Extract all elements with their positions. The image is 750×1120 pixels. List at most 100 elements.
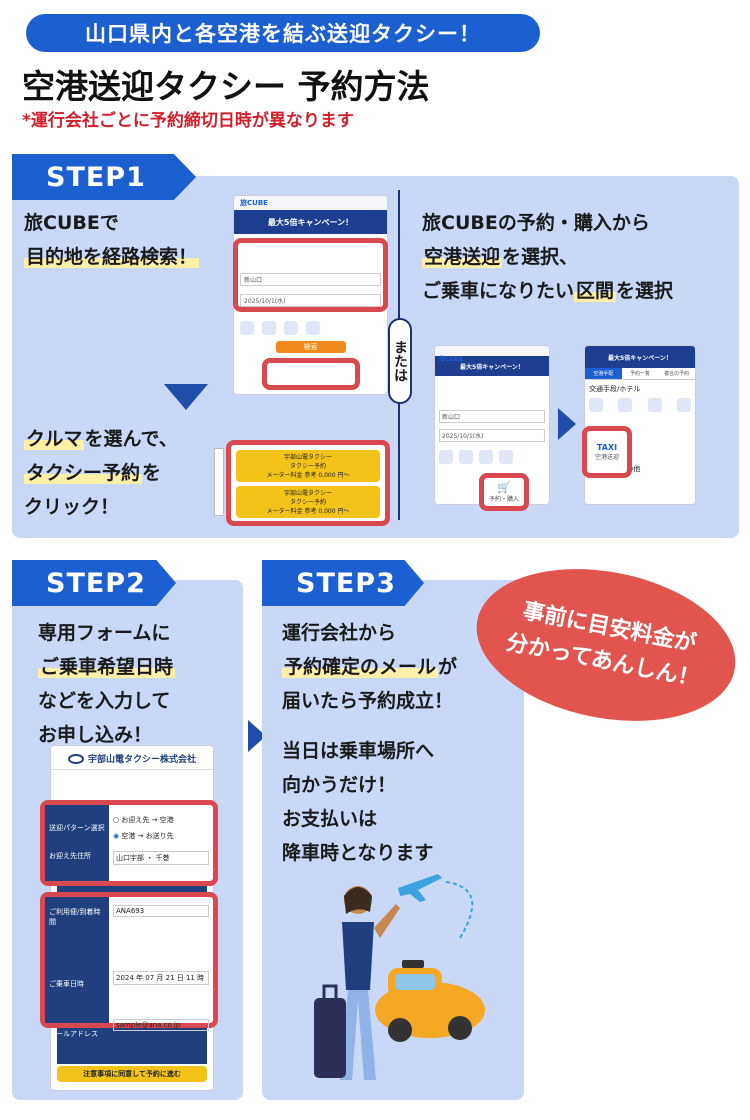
step2-line3: などを入力して bbox=[38, 690, 171, 712]
purchase-tab-label: 予約・購入 bbox=[488, 496, 519, 503]
app-logo: 旅CUBE bbox=[439, 356, 463, 363]
traveler-illustration bbox=[314, 874, 485, 1080]
date-value: 2025/10/1(水) bbox=[240, 294, 381, 307]
step2-right-arrow bbox=[248, 720, 266, 752]
step1-left-text: 旅CUBEで 目的地を経路検索！ bbox=[24, 206, 234, 274]
taxi-card-sub: タクシー予約 bbox=[289, 499, 326, 506]
transport-walk-icon[interactable] bbox=[240, 321, 254, 335]
step1-right-line3a: ご乗車になりたい bbox=[422, 280, 575, 302]
step3-line7: 降車時となります bbox=[282, 842, 434, 864]
step1-left-line1: 旅CUBEで bbox=[24, 212, 119, 234]
step3-line6: お支払いは bbox=[282, 808, 378, 830]
taxi-icon: TAXI bbox=[596, 443, 618, 452]
menu-heading: 交通手段/ホテル bbox=[589, 385, 641, 393]
transport-train-icon[interactable] bbox=[499, 450, 513, 464]
pattern-option-1-label: お迎え先 → 空港 bbox=[121, 816, 174, 824]
confirm-mail-word: 予約確定のメール bbox=[282, 656, 439, 678]
taxi-reservation-word: タクシー予約 bbox=[24, 462, 143, 484]
car-line1-rest: を選んで、 bbox=[84, 428, 178, 450]
menu-tab-combined[interactable]: 複合の予約 bbox=[664, 371, 690, 377]
step1-right-line1: 旅CUBEの予約・購入から bbox=[422, 212, 650, 234]
step3-line5: 向かうだけ！ bbox=[282, 774, 397, 796]
campaign-text: 最大5倍キャンペーン！ bbox=[608, 354, 672, 362]
taxi-card-price: メーター料金 参考 0,000 円〜 bbox=[266, 508, 350, 515]
place-row-label: お迎え先住所 bbox=[49, 852, 91, 860]
header-banner: 山口県内と各空港を結ぶ送迎タクシー！ bbox=[26, 14, 540, 52]
step3-tab: STEP3 bbox=[262, 560, 424, 606]
section-word: 区間 bbox=[574, 280, 617, 302]
train-icon[interactable] bbox=[618, 398, 633, 412]
car-word: クルマ bbox=[24, 428, 85, 450]
rental-car-icon[interactable] bbox=[676, 398, 691, 412]
taxi-icon-label: 空港送迎 bbox=[594, 454, 619, 461]
date-row-label: ご乗車日時 bbox=[49, 980, 84, 988]
submit-button-label: 注意事項に同意して予約に進む bbox=[83, 1070, 181, 1078]
taxi-card[interactable]: 宇部山電タクシー タクシー予約 メーター料金 参考 0,000 円〜 bbox=[236, 450, 380, 482]
transport-walk-icon[interactable] bbox=[439, 450, 453, 464]
campaign-banner: 最大5倍キャンペーン！ bbox=[234, 210, 387, 234]
step2-tab: STEP2 bbox=[12, 560, 176, 606]
step3-tab-label: STEP3 bbox=[296, 567, 396, 599]
airport-transfer-word: 空港送迎 bbox=[422, 246, 503, 268]
campaign-text: 最大5倍キャンペーン！ bbox=[460, 363, 524, 371]
transport-bus-icon[interactable] bbox=[479, 450, 493, 464]
hotel-icon[interactable] bbox=[647, 398, 662, 412]
date-select[interactable]: 2024 年 07 月 21 日 11 時 bbox=[113, 971, 209, 985]
airplane-icon bbox=[398, 874, 442, 902]
scrollbar[interactable] bbox=[214, 448, 224, 516]
search-button-highlight bbox=[262, 358, 360, 390]
taxi-card-sub: タクシー予約 bbox=[289, 463, 326, 470]
app-logo: 旅CUBE bbox=[240, 199, 268, 207]
taxi-card-title: 宇部山電タクシー bbox=[283, 454, 332, 461]
step1-tab-label: STEP1 bbox=[46, 161, 146, 193]
pattern-option-2[interactable]: ◉ 空港 → お送り先 bbox=[113, 831, 209, 841]
destination-value: 新山口 bbox=[439, 410, 545, 423]
step1-left-line2: 目的地を経路検索！ bbox=[24, 246, 200, 268]
plane-icon[interactable] bbox=[589, 398, 603, 412]
radio-selected-icon: ◉ bbox=[113, 832, 122, 840]
step2-tab-label: STEP2 bbox=[46, 567, 146, 599]
company-logo-icon bbox=[67, 753, 84, 764]
taxi-card[interactable]: 宇部山電タクシー タクシー予約 メーター料金 参考 0,000 円〜 bbox=[236, 486, 380, 518]
submit-button[interactable]: 注意事項に同意して予約に進む bbox=[57, 1066, 207, 1082]
search-form-highlight bbox=[233, 238, 388, 312]
step3-line3: 届いたら予約成立！ bbox=[282, 690, 454, 712]
step2-text: 専用フォームに ご乗車希望日時 などを入力して お申し込み！ bbox=[38, 616, 238, 752]
or-label: または bbox=[392, 340, 408, 382]
company-name: 宇部山電タクシー株式会社 bbox=[87, 755, 196, 765]
transport-car-icon[interactable] bbox=[459, 450, 473, 464]
place-input[interactable]: 山口宇部 ・ 千巻 bbox=[113, 851, 209, 865]
mail-input[interactable]: sample@ana.co.jp bbox=[113, 1019, 209, 1031]
taxi-icon-highlight[interactable]: TAXI 空港送迎 bbox=[582, 426, 632, 478]
step1-right-arrow bbox=[558, 408, 576, 440]
pattern-option-1[interactable]: ○ お迎え先 → 空港 bbox=[113, 815, 209, 825]
transfer-menu-screen: 最大5倍キャンペーン！ 空港手配 予約一覧 複合の予約 交通手段/ホテル クーポ… bbox=[584, 345, 696, 505]
car-line3: クリック！ bbox=[24, 496, 120, 518]
woman-traveler-icon bbox=[314, 886, 400, 1080]
step2-line2: ご乗車希望日時 bbox=[38, 656, 176, 678]
transport-train-icon[interactable] bbox=[306, 321, 320, 335]
pattern-option-2-label: 空港 → お送り先 bbox=[121, 832, 174, 840]
step2-line4: お申し込み！ bbox=[38, 724, 153, 746]
mail-row-label: メールアドレス bbox=[49, 1030, 98, 1038]
step1-tab: STEP1 bbox=[12, 154, 196, 200]
step3-line2-rest: が bbox=[438, 656, 458, 678]
transport-car-icon[interactable] bbox=[262, 321, 276, 335]
taxi-card-price: メーター料金 参考 0,000 円〜 bbox=[266, 472, 350, 479]
or-badge: または bbox=[388, 318, 412, 404]
route-search-screen: 旅CUBE 最大5倍キャンペーン！ ANA652 新山口 2025/10/1(水… bbox=[233, 195, 388, 395]
radio-icon: ○ bbox=[113, 816, 122, 824]
header-banner-text: 山口県内と各空港を結ぶ送迎タクシー！ bbox=[85, 22, 481, 46]
deadline-notice: *運行会社ごとに予約締切日時が異なります bbox=[22, 111, 354, 131]
flight-input[interactable]: ANA693 bbox=[113, 905, 209, 917]
step3-text: 運行会社から 予約確定のメールが 届いたら予約成立！ 当日は乗車場所へ 向かうだ… bbox=[282, 616, 522, 870]
campaign-text: 最大5倍キャンペーン！ bbox=[267, 217, 354, 227]
purchase-tab-highlight[interactable]: 🛒 予約・購入 bbox=[479, 473, 529, 511]
pattern-row-label: 送迎パターン選択 bbox=[49, 824, 105, 832]
menu-tab-list[interactable]: 予約一覧 bbox=[630, 371, 651, 377]
datetime-highlight: ご利用便/到着時間 ご乗車日時 メールアドレス ANA693 2024 年 07… bbox=[40, 892, 218, 1038]
step1-right-line2-rest: を選択、 bbox=[502, 246, 579, 268]
menu-tab-airport[interactable]: 空港手配 bbox=[585, 368, 622, 379]
search-button[interactable]: 検索 bbox=[275, 341, 346, 353]
transport-bus-icon[interactable] bbox=[284, 321, 298, 335]
